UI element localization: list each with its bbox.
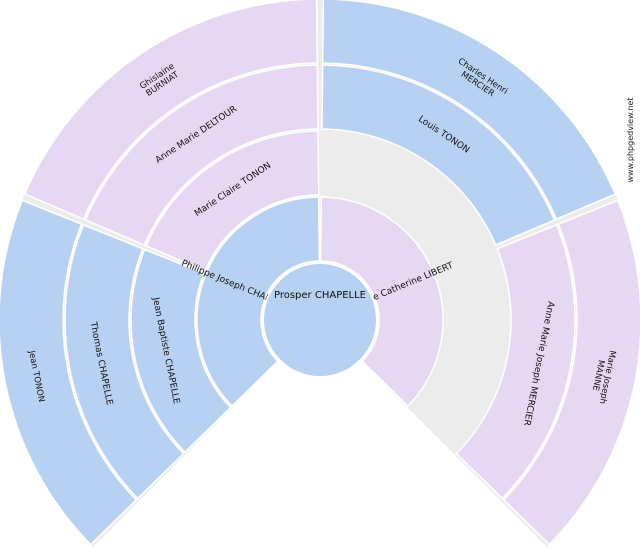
ancestor-slice-fff[interactable] — [64, 223, 185, 500]
ancestor-slice-ffm[interactable] — [84, 64, 319, 247]
ancestor-slice-fm[interactable] — [145, 130, 320, 272]
ancestor-slice-ff[interactable] — [130, 248, 232, 454]
ancestor-slice-fmfm[interactable] — [23, 0, 319, 221]
ancestor-slice-fmmm[interactable] — [502, 199, 640, 546]
root-person-name: Prosper CHAPELLE — [274, 290, 366, 301]
ancestor-slice-fmmf[interactable] — [321, 0, 617, 221]
ancestor-slice-fmf[interactable] — [321, 64, 556, 247]
site-watermark: www.phpgedview.net — [626, 97, 635, 182]
root-person-circle[interactable] — [262, 262, 378, 378]
ancestor-slice-fmff[interactable] — [0, 199, 138, 546]
ancestor-slice-father[interactable] — [196, 196, 321, 408]
ancestor-slice-mother[interactable] — [319, 196, 444, 408]
ancestor-slice-fmm[interactable] — [455, 223, 576, 500]
